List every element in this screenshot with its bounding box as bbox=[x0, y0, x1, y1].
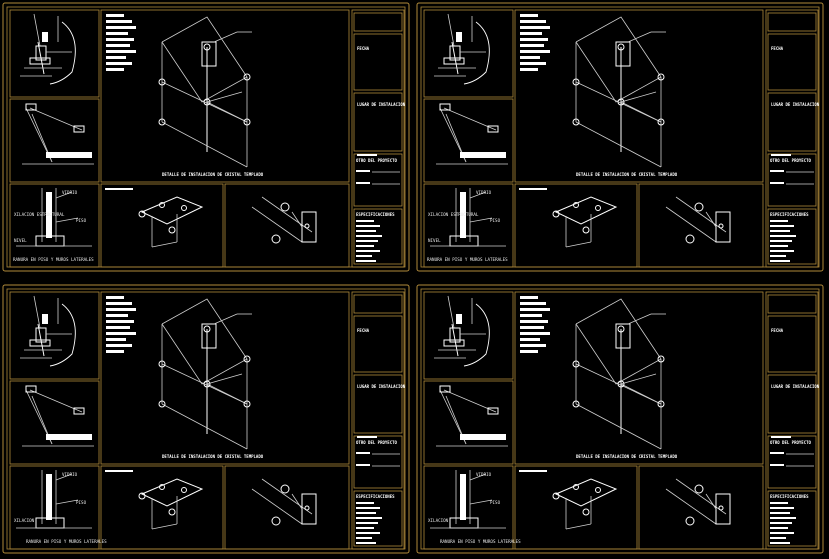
detail-caption: RANURA EN PISO Y MUROS LATERALES bbox=[26, 539, 107, 544]
title-box-2: LUGAR DE INSTALACION bbox=[771, 384, 820, 389]
detail-caption: RANURA EN PISO Y MUROS LATERALES bbox=[427, 257, 508, 262]
title-box-3: OTRO DEL PROYECTO bbox=[770, 158, 812, 163]
label-insulation: XILACION ESTRUCTURAL bbox=[14, 212, 65, 217]
title-box-1: FECHA bbox=[357, 328, 370, 333]
title-box-1: FECHA bbox=[357, 46, 370, 51]
label-insulation: XILACION ESTRUCTURAL bbox=[428, 212, 479, 217]
title-box-3: OTRO DEL PROYECTO bbox=[356, 158, 398, 163]
title-box-1: FECHA bbox=[771, 46, 784, 51]
main-caption: DETALLE DE INSTALACION DE CRISTAL TEMPLA… bbox=[162, 454, 264, 459]
label-insulation: XILACION bbox=[14, 518, 35, 523]
title-box-3: OTRO DEL PROYECTO bbox=[770, 440, 812, 445]
label-vidrio: VIDRIO bbox=[476, 190, 492, 195]
label-nivel: NIVEL bbox=[428, 238, 441, 243]
label-insulation: XILACION bbox=[428, 518, 449, 523]
title-box-2: LUGAR DE INSTALACION bbox=[771, 102, 820, 107]
detail-caption: RANURA EN PISO Y MUROS LATERALES bbox=[440, 539, 521, 544]
label-piso: PISO bbox=[490, 500, 501, 505]
label-piso: PISO bbox=[490, 218, 501, 223]
label-piso: PISO bbox=[76, 500, 87, 505]
title-box-4: ESPECIFICACIONES bbox=[770, 212, 809, 217]
drawing-sheet-1[interactable]: VIDRIO PISO NIVEL XILACION ESTRUCTURAL R… bbox=[2, 2, 410, 272]
title-box-4: ESPECIFICACIONES bbox=[356, 212, 395, 217]
title-box-4: ESPECIFICACIONES bbox=[770, 494, 809, 499]
drawing-sheet-3[interactable]: VIDRIO PISO XILACION RANURA EN PISO Y MU… bbox=[2, 284, 410, 554]
main-caption: DETALLE DE INSTALACION DE CRISTAL TEMPLA… bbox=[576, 454, 678, 459]
label-vidrio: VIDRIO bbox=[62, 190, 78, 195]
title-box-3: OTRO DEL PROYECTO bbox=[356, 440, 398, 445]
drawing-sheet-2[interactable]: VIDRIO PISO NIVEL XILACION ESTRUCTURAL R… bbox=[416, 2, 824, 272]
title-box-2: LUGAR DE INSTALACION bbox=[357, 384, 406, 389]
label-piso: PISO bbox=[76, 218, 87, 223]
main-caption: DETALLE DE INSTALACION DE CRISTAL TEMPLA… bbox=[576, 172, 678, 177]
drawing-sheet-4[interactable]: VIDRIO PISO XILACION RANURA EN PISO Y MU… bbox=[416, 284, 824, 554]
detail-caption: RANURA EN PISO Y MUROS LATERALES bbox=[13, 257, 94, 262]
label-nivel: NIVEL bbox=[14, 238, 27, 243]
title-box-4: ESPECIFICACIONES bbox=[356, 494, 395, 499]
label-vidrio: VIDRIO bbox=[476, 472, 492, 477]
title-box-1: FECHA bbox=[771, 328, 784, 333]
label-vidrio: VIDRIO bbox=[62, 472, 78, 477]
main-caption: DETALLE DE INSTALACION DE CRISTAL TEMPLA… bbox=[162, 172, 264, 177]
title-box-2: LUGAR DE INSTALACION bbox=[357, 102, 406, 107]
